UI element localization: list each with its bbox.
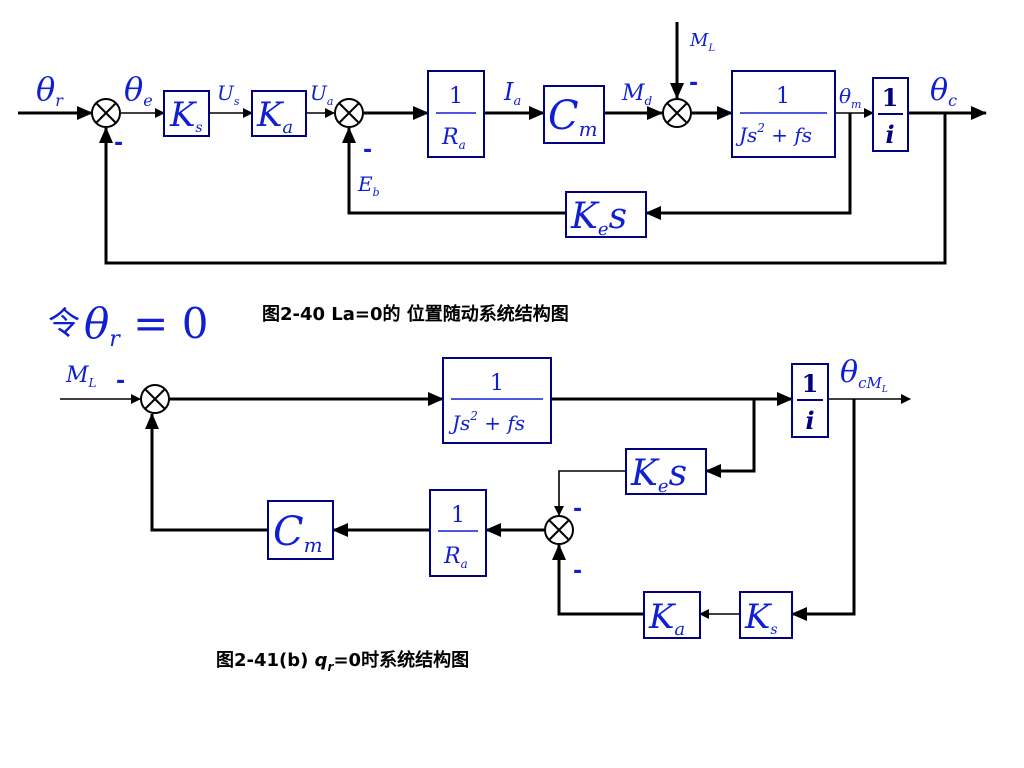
summing-junction-torque [662,98,692,128]
caption-2-41b: 图2-41(b) qr=0时系统结构图 [216,649,469,674]
svg-text:Cm: Cm [548,93,598,141]
sign-load: - [689,71,698,96]
label-ml-2: ML [65,363,97,390]
svg-text:1: 1 [449,84,463,109]
sign-emf-feedback: - [363,138,372,163]
block-cm-2: Cm [267,500,334,560]
block-plant: 1 Js2 + fs [731,70,836,158]
svg-text:θr = 0: θr = 0 [84,299,208,352]
wire-emf-feedback [342,127,566,215]
svg-text:i: i [885,120,894,149]
label-eb: Eb [357,172,380,199]
svg-text:Kes: Kes [630,453,687,497]
block-inverse-ra: 1 Ra [427,70,485,158]
wire-ka-to-sum [552,544,644,616]
svg-text:1: 1 [882,83,899,112]
svg-text:1: 1 [776,84,790,109]
sign-load-2: - [116,369,125,394]
label-us: Us [217,81,240,108]
block-kes-2: Kes [625,448,707,497]
label-ia: Ia [503,78,521,109]
diagram-2-41b: - - - 1 Js2 + fs 1 i Kes 1 Ra [60,355,911,674]
block-kes: Kes [565,191,647,240]
summing-junction-error [91,98,121,128]
label-theta-cml: θcML [840,355,888,395]
label-md: Md [621,81,653,108]
sign-position-2: - [573,559,582,584]
condition-theta-r-zero: 令 θr = 0 [48,299,208,352]
block-ks: Ks [163,90,210,137]
wire-kes-feedback [645,113,852,220]
svg-text:Cm: Cm [273,509,323,557]
summing-junction-voltage [334,98,364,128]
sign-outer-feedback: - [114,131,123,156]
svg-text:Ks: Ks [169,95,203,136]
sign-emf-2: - [573,497,582,522]
svg-text:1: 1 [490,371,504,396]
svg-text:1: 1 [802,369,819,398]
wire-unity-feedback [99,113,947,265]
svg-text:1: 1 [451,503,465,528]
label-theta-m: θm [839,84,861,111]
svg-text:Js2 + fs: Js2 + fs [735,121,812,147]
block-inverse-i-2: 1 i [791,363,829,438]
block-ka: Ka [251,90,307,138]
label-theta-e: θe [124,70,153,110]
svg-text:Kes: Kes [570,196,627,240]
diagram-2-40: - - - Ks Ka 1 Ra Cm 1 Js2 + fs [18,22,987,325]
wire-position-tap [791,399,856,621]
svg-text:令: 令 [48,304,80,342]
summing-junction-load [140,384,170,414]
summing-junction-feedback [544,515,574,545]
block-ks-2: Ks [739,591,793,639]
label-theta-c: θc [930,73,957,110]
block-plant-2: 1 Js2 + fs [442,357,552,444]
svg-text:Js2 + fs: Js2 + fs [448,409,525,435]
wire-kes-to-sum [554,470,626,516]
wire-speed-tap [705,399,756,478]
block-inverse-i: 1 i [872,77,909,152]
wire-cm-to-sum [145,413,268,532]
label-ua: Ua [310,81,333,108]
block-cm: Cm [543,85,605,144]
caption-2-40: 图2-40 La=0的 位置随动系统结构图 [262,303,569,325]
block-ka-2: Ka [643,591,701,640]
svg-text:Ra: Ra [443,544,468,571]
label-theta-r: θr [36,70,64,110]
svg-text:Ka: Ka [256,95,293,138]
svg-text:Ra: Ra [441,125,466,152]
svg-text:i: i [805,406,814,435]
svg-text:Ks: Ks [744,597,778,638]
svg-text:Ka: Ka [648,597,685,640]
block-inverse-ra-2: 1 Ra [429,489,487,577]
label-ml-top: ML [689,30,715,54]
